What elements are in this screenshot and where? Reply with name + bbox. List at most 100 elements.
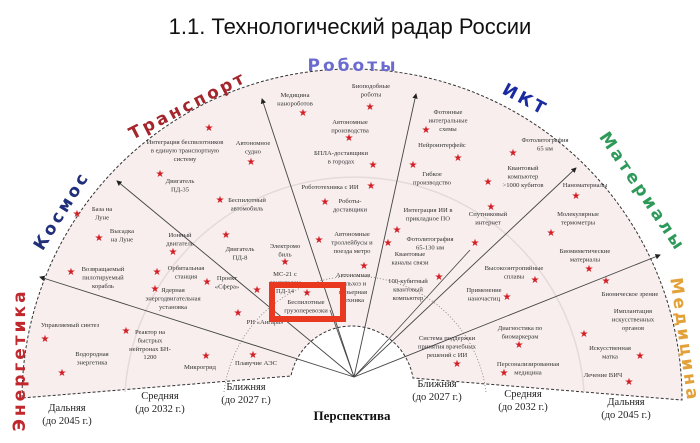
technology-label: ПД-14 [276,288,295,295]
technology-label: органов [622,325,644,332]
technology-label: Электромо [270,243,301,250]
star-icon: ★ [156,169,165,180]
star-icon: ★ [487,202,496,213]
technology-item[interactable]: ★Роботы-доставщики [321,197,368,213]
sector-divider [353,249,471,378]
technology-label: Наноматериалы [563,182,608,189]
star-icon: ★ [202,351,211,362]
technology-label: Ионный [168,232,192,239]
axis-title: Перспектива [313,408,391,423]
technology-label: ПД-8 [233,254,248,261]
technology-item[interactable]: ★Лечение ВИЧ [584,372,634,388]
horizon-label: Дальняя [48,403,85,414]
star-icon: ★ [367,181,376,192]
technology-item[interactable]: ★Плавучие АЭС [235,350,278,367]
technology-label: карьерная [339,289,367,296]
technology-label: Беспилотные [287,299,324,306]
star-icon: ★ [321,197,330,208]
star-icon: ★ [303,288,312,299]
technology-label: Гибкое [422,171,442,178]
horizon-label: Дальняя [607,397,644,408]
technology-label: Биоподобные [352,83,390,90]
technology-item[interactable]: ★РН «Ангара» [234,308,284,326]
technology-label: нанороботов [277,100,313,107]
technology-label: систему [174,156,197,163]
technology-label: Автономные [332,119,368,126]
technology-item[interactable]: ★Управляемый синтез [41,322,100,345]
technology-label: Система поддержки [419,335,476,342]
technology-label: сельхоз и [340,280,367,287]
star-icon: ★ [471,238,480,249]
technology-label: РН «Ангара» [247,319,284,326]
technology-label: термометры [561,219,596,226]
technology-item[interactable]: ★Бионическое зрение [602,276,659,298]
sector-title: Роботы [308,56,399,76]
technology-item[interactable]: ★Микрогрид [184,351,217,371]
technology-item[interactable]: ★Проект«Сфера» [203,275,240,290]
technology-label: искусственных [612,316,655,323]
technology-label: Лечение ВИЧ [584,372,623,379]
star-icon: ★ [247,157,256,168]
star-icon: ★ [503,292,512,303]
sector-title: Энергетика [10,288,30,431]
ring-near [223,275,487,393]
star-icon: ★ [515,340,524,351]
technology-item[interactable]: ★Нейроинтерфейс [418,142,466,164]
star-icon: ★ [580,329,589,340]
technology-label: Робототехника с ИИ [301,184,358,191]
star-icon: ★ [122,326,131,337]
sector-divider [260,98,355,378]
technology-label: Двигатель [226,246,255,253]
technology-label: Водородная [75,351,108,358]
star-icon: ★ [360,261,369,272]
star-icon: ★ [153,267,162,278]
technology-label: энергодвигательная [145,295,200,302]
star-icon: ★ [281,257,290,268]
technology-label: Высадка [110,228,134,235]
star-icon: ★ [299,108,308,119]
technology-item[interactable]: ★Наноматериалы [563,182,608,202]
horizon-label: Ближняя [226,382,265,393]
technology-item[interactable]: ★ Робототехника с ИИ [301,181,375,192]
